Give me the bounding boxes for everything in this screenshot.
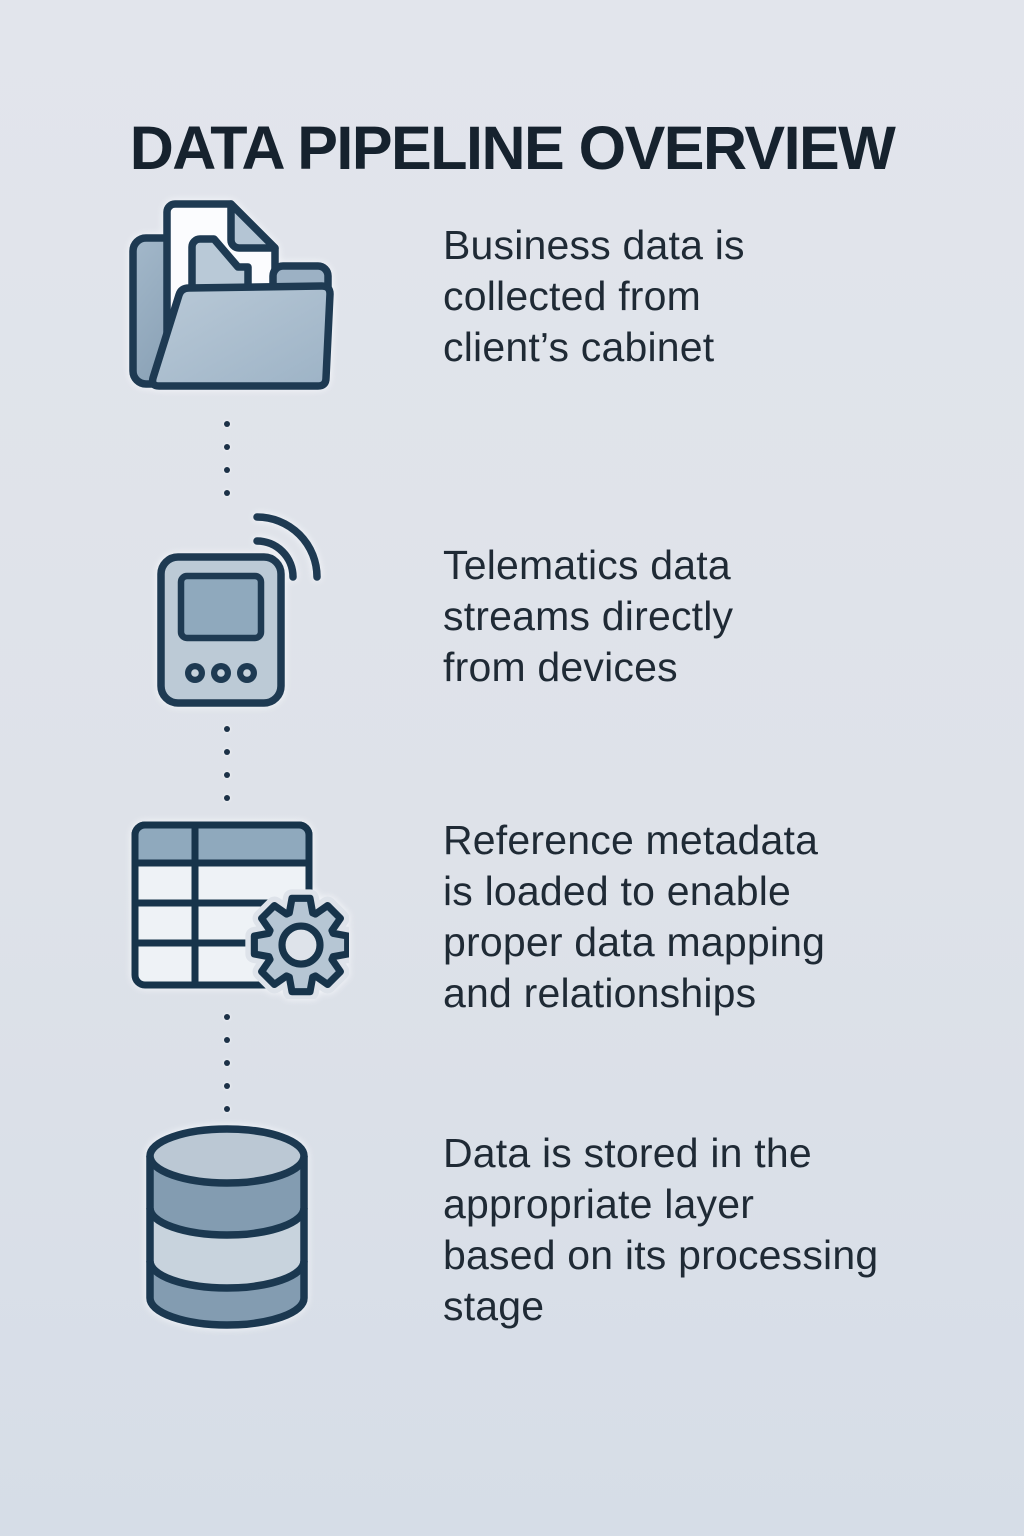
table-gear-icon: [131, 821, 349, 999]
step-text-line: based on its processing: [443, 1232, 879, 1278]
connector-dot: [224, 795, 230, 801]
step-text-line: proper data mapping: [443, 919, 826, 965]
folder-front-flap: [148, 282, 334, 390]
document-fold: [227, 200, 279, 252]
step-text-line: appropriate layer: [443, 1181, 755, 1227]
connector-dot: [224, 467, 230, 473]
step-text-collect: Business data is collected from client’s…: [443, 220, 745, 373]
step-text-line: streams directly: [443, 593, 734, 639]
connector-dot: [224, 772, 230, 778]
gear-shape: [245, 889, 349, 999]
database-icon: [146, 1125, 308, 1329]
step-text-stream: Telematics data streams directly from de…: [443, 540, 733, 693]
table-header-row: [131, 821, 313, 867]
database-separator: [146, 1207, 308, 1239]
connector-dot: [224, 1060, 230, 1066]
page-title: DATA PIPELINE OVERVIEW: [129, 113, 896, 182]
device-buttons: [185, 663, 257, 683]
database-outline: [146, 1156, 308, 1329]
telematics-device-icon: [157, 513, 321, 707]
step-text-line: Telematics data: [443, 542, 731, 588]
connector-dot: [224, 1083, 230, 1089]
connector-dot: [224, 490, 230, 496]
connector-dot: [224, 421, 230, 427]
step-text-reference: Reference metadata is loaded to enable p…: [443, 815, 825, 1019]
step-text-line: Business data is: [443, 222, 745, 268]
step-text-line: and relationships: [443, 970, 757, 1016]
wifi-arc-inner: [253, 537, 297, 581]
dotted-connector: [224, 421, 230, 513]
dotted-connector: [224, 726, 230, 818]
folder-documents-icon: [129, 200, 334, 390]
step-text-store: Data is stored in the appropriate layer …: [443, 1128, 878, 1332]
step-text-line: collected from: [443, 273, 702, 319]
connector-dot: [224, 749, 230, 755]
connector-dot: [224, 444, 230, 450]
connector-dot: [224, 1037, 230, 1043]
step-text-line: Data is stored in the: [443, 1130, 812, 1176]
connector-dot: [224, 1014, 230, 1020]
connector-dot: [224, 726, 230, 732]
step-text-line: is loaded to enable: [443, 868, 792, 914]
step-text-line: from devices: [443, 644, 678, 690]
step-text-line: client’s cabinet: [443, 324, 715, 370]
step-text-line: stage: [443, 1283, 545, 1329]
dotted-connector: [224, 1014, 230, 1129]
database-top-ellipse: [146, 1125, 308, 1187]
device-screen: [177, 572, 265, 642]
connector-dot: [224, 1106, 230, 1112]
database-middle-band: [150, 1208, 304, 1288]
database-separator: [146, 1260, 308, 1292]
step-text-line: Reference metadata: [443, 817, 819, 863]
wifi-arc-outer: [253, 513, 321, 581]
